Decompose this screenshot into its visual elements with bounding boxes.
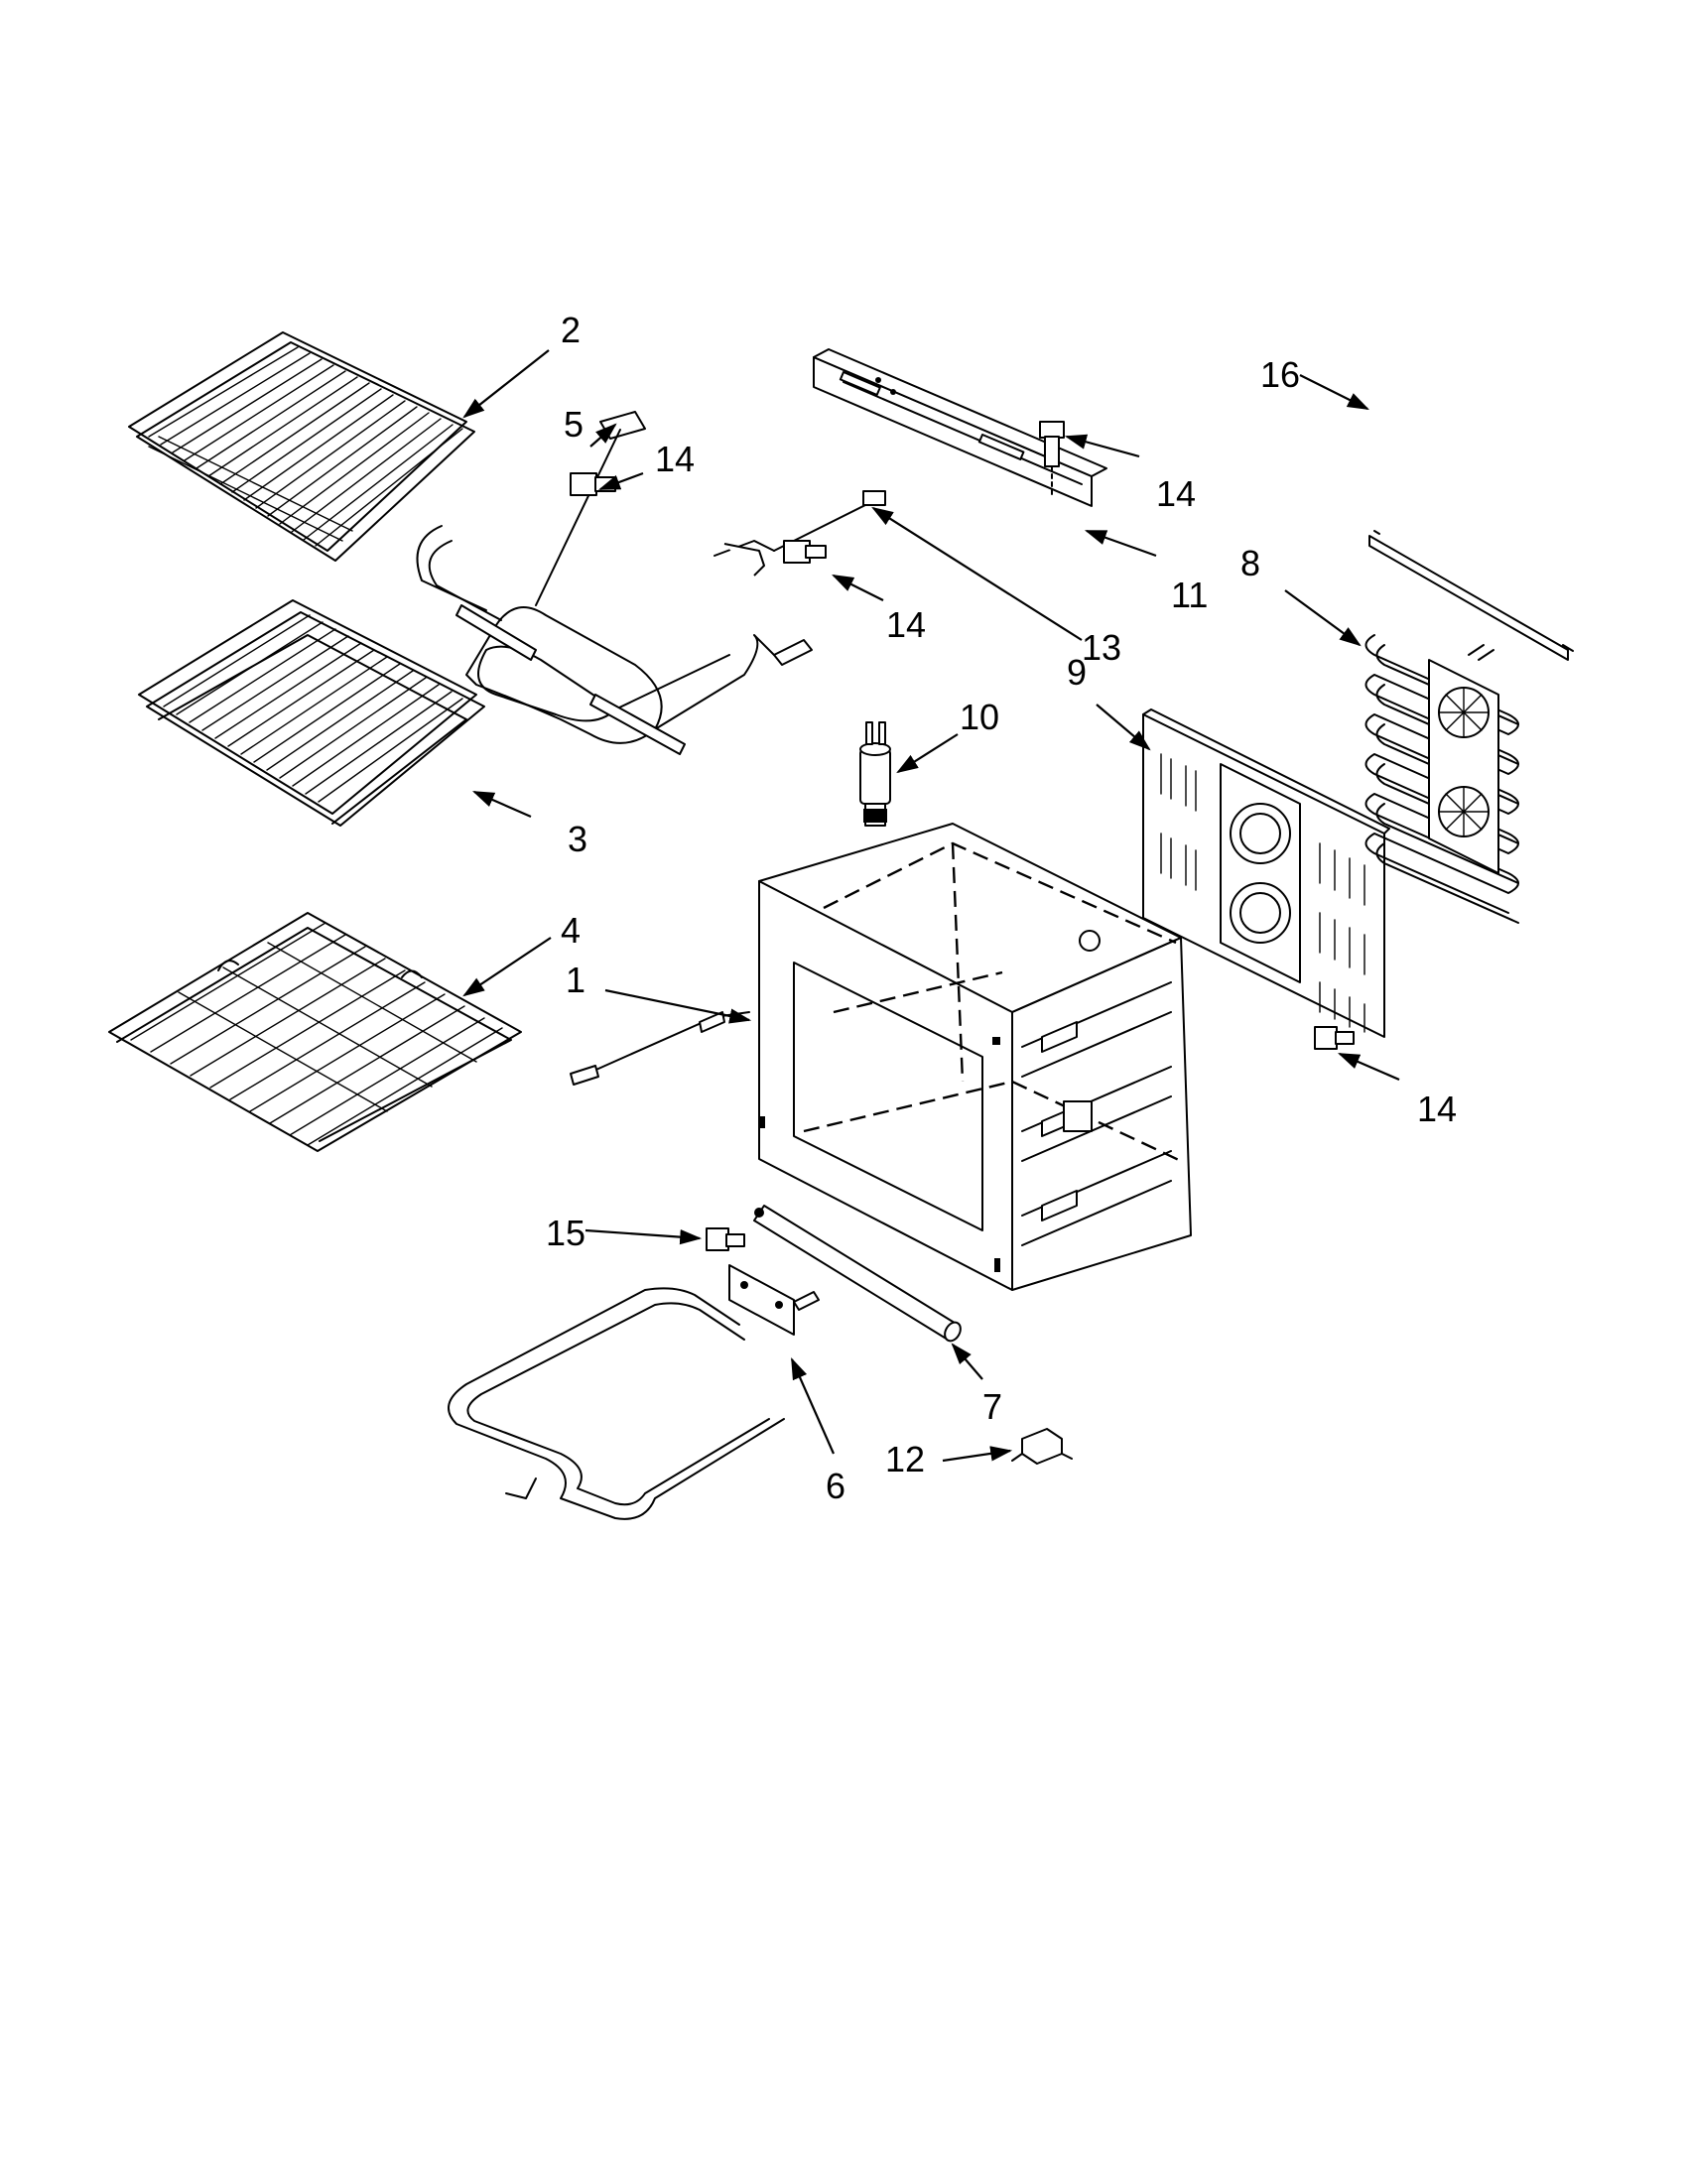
screw (783, 540, 827, 564)
callout-8: 8 (1240, 543, 1260, 583)
callout-4: 4 (561, 910, 581, 951)
callout-14: 14 (1156, 473, 1196, 514)
callout-1: 1 (566, 960, 585, 1000)
callout-13: 13 (1082, 627, 1121, 668)
screw (1314, 1026, 1355, 1050)
oven-cavity (758, 823, 1192, 1291)
screw (570, 472, 616, 496)
thermal-fuse (859, 721, 891, 827)
callout-12: 12 (885, 1439, 925, 1479)
wire-clip (1011, 1428, 1073, 1465)
callout-2: 2 (561, 310, 581, 350)
callout-14: 14 (1417, 1089, 1457, 1129)
callout-5: 5 (564, 404, 584, 445)
callout-labels: 2 5 14 3 4 1 14 14 11 13 16 8 9 10 14 15… (546, 310, 1457, 1506)
grommet (706, 1227, 745, 1251)
callout-9: 9 (1067, 652, 1087, 693)
screw (1039, 421, 1065, 497)
convection-element (1364, 634, 1519, 924)
callout-3: 3 (568, 819, 587, 859)
callout-arrows (462, 349, 1400, 1463)
meat-probe-tube (753, 1205, 962, 1343)
callout-7: 7 (982, 1386, 1002, 1427)
mounting-bracket (813, 348, 1107, 507)
callout-14: 14 (655, 439, 695, 479)
upper-oven-rack (128, 331, 475, 562)
callout-10: 10 (960, 697, 999, 737)
callout-16: 16 (1260, 354, 1300, 395)
callout-14: 14 (886, 604, 926, 645)
callout-6: 6 (826, 1466, 845, 1506)
temperature-sensor (714, 490, 886, 577)
heat-shield (1368, 530, 1574, 661)
meat-probe (570, 1011, 750, 1086)
convection-fan-cover (1142, 708, 1390, 1038)
roller-oven-rack (138, 599, 485, 827)
lower-oven-rack (108, 912, 522, 1152)
callout-15: 15 (546, 1213, 585, 1253)
broil-element (448, 1264, 820, 1520)
callout-11: 11 (1171, 575, 1208, 615)
